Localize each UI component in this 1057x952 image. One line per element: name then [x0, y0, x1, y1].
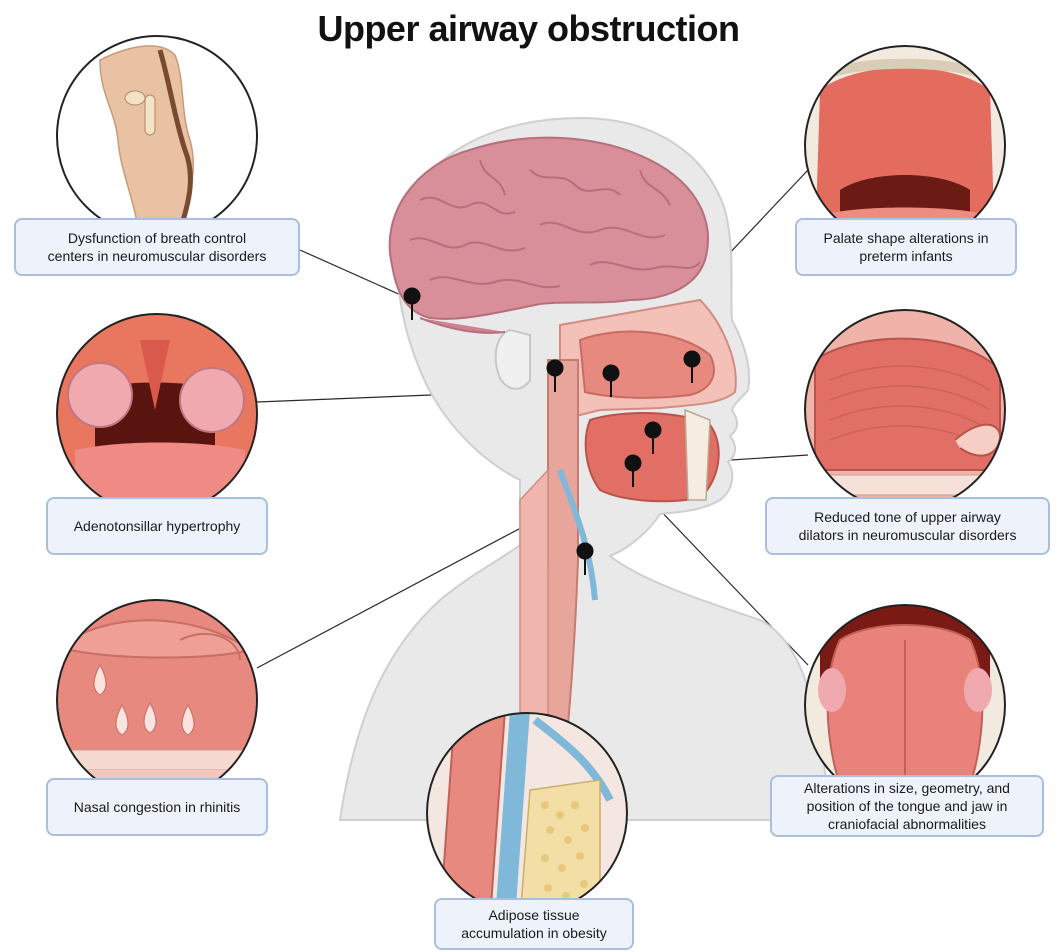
label-adipose: Adipose tissue accumulation in obesity — [434, 898, 634, 950]
brainstem-inset — [57, 36, 257, 240]
label-breath-control: Dysfunction of breath control centers in… — [14, 218, 300, 276]
label-palate: Palate shape alterations in preterm infa… — [795, 218, 1017, 276]
tonsils-inset — [55, 310, 265, 520]
label-adenotonsillar: Adenotonsillar hypertrophy — [46, 497, 268, 555]
label-dilators: Reduced tone of upper airway dilators in… — [765, 497, 1050, 555]
dilator-muscle-inset — [800, 300, 1010, 520]
label-tongue-jaw: Alterations in size, geometry, and posit… — [770, 775, 1044, 837]
nasal-inset — [55, 600, 265, 800]
label-nasal: Nasal congestion in rhinitis — [46, 778, 268, 836]
